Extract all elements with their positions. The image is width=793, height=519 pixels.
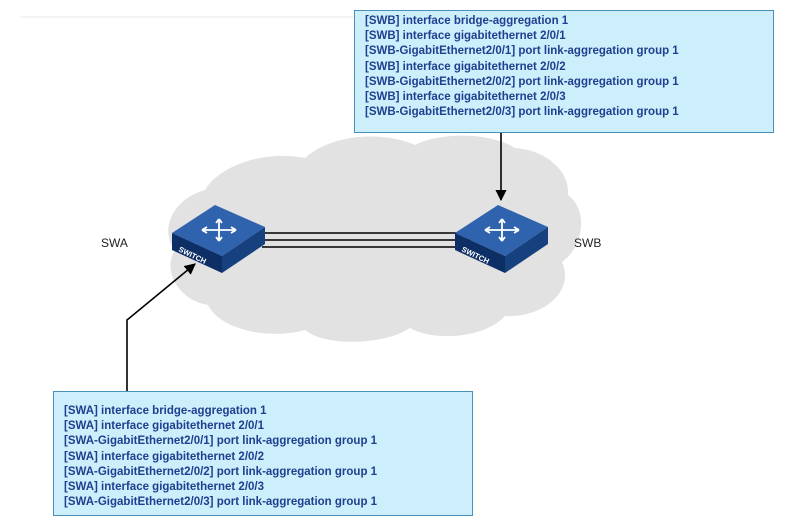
swb-command-box: [SWB] interface bridge-aggregation 1 [SW… xyxy=(354,10,774,133)
swa-command-line: [SWA] interface gigabitethernet 2/0/2 xyxy=(64,450,265,463)
aggregation-links xyxy=(262,232,470,248)
swa-switch-front xyxy=(172,233,222,273)
swb-command-line: [SWB] interface bridge-aggregation 1 xyxy=(365,15,569,27)
swb-command-line: [SWB-GigabitEthernet2/0/1] port link-agg… xyxy=(365,45,679,58)
swa-command-line: [SWA-GigabitEthernet2/0/2] port link-agg… xyxy=(64,465,378,478)
swa-label: SWA xyxy=(101,236,128,250)
swa-command-box: [SWA] interface bridge-aggregation 1 [SW… xyxy=(53,391,473,516)
swb-switch-front xyxy=(455,233,505,273)
swb-command-line: [SWB] interface gigabitethernet 2/0/1 xyxy=(365,30,566,43)
swb-label: SWB xyxy=(574,236,602,250)
swb-arrows-icon xyxy=(484,218,520,242)
network-cloud xyxy=(168,135,582,342)
swb-command-line: [SWB] interface gigabitethernet 2/0/3 xyxy=(365,91,566,104)
swb-command-line: [SWB] interface gigabitethernet 2/0/2 xyxy=(365,60,566,73)
swa-callout-arrow xyxy=(126,263,196,391)
swa-switch-side xyxy=(222,227,265,273)
swa-command-line: [SWA-GigabitEthernet2/0/3] port link-agg… xyxy=(64,496,378,509)
swa-command-line: [SWA] interface gigabitethernet 2/0/1 xyxy=(64,420,265,433)
swa-command-line: [SWA-GigabitEthernet2/0/1] port link-agg… xyxy=(64,435,378,448)
swb-switch-icon[interactable]: SWITCH xyxy=(455,205,548,273)
swb-switch-side xyxy=(505,227,548,273)
swa-arrows-icon xyxy=(201,218,237,242)
swa-switch-icon[interactable]: SWITCH xyxy=(172,205,265,273)
swb-command-line: [SWB-GigabitEthernet2/0/3] port link-agg… xyxy=(365,106,679,119)
swb-command-line: [SWB-GigabitEthernet2/0/2] port link-agg… xyxy=(365,75,679,88)
swa-command-line: [SWA] interface bridge-aggregation 1 xyxy=(64,405,267,417)
swa-command-line: [SWA] interface gigabitethernet 2/0/3 xyxy=(64,481,265,494)
